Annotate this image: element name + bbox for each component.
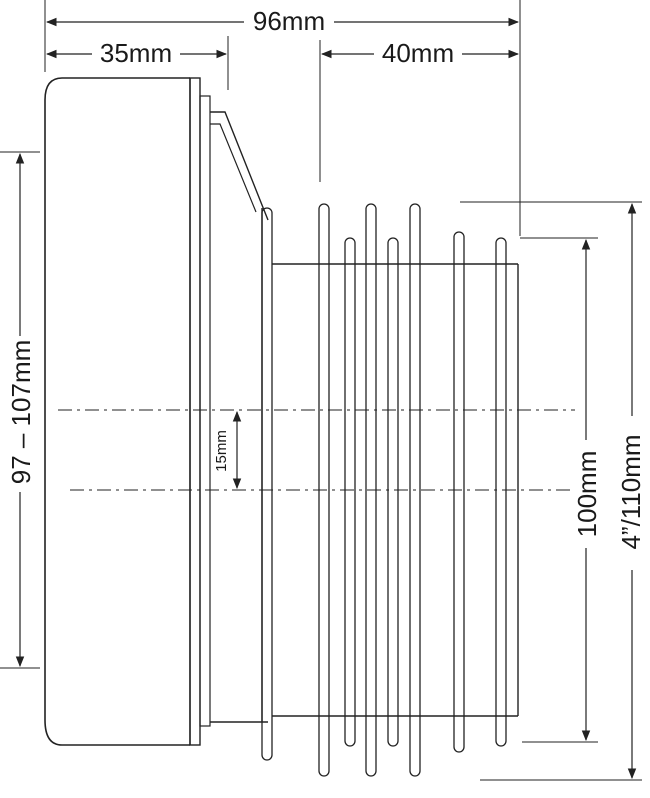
- sealing-fins: [261, 203, 507, 777]
- centre-lines: [58, 409, 578, 491]
- label-35mm: 35mm: [100, 38, 172, 68]
- extension-lines: [0, 0, 642, 781]
- taper-neck: [210, 111, 269, 723]
- fin-1: [261, 207, 273, 761]
- label-15mm: 15mm: [213, 430, 230, 472]
- fin-7: [453, 231, 465, 753]
- fin-8: [495, 237, 507, 747]
- dimension-lines: [15, 17, 637, 780]
- dimension-labels: 96mm 35mm 40mm 97 – 107mm 15mm 100mm 4”/…: [4, 6, 646, 570]
- label-110mm: 4”/110mm: [616, 434, 646, 549]
- socket-collar: [44, 77, 211, 746]
- fin-5: [387, 237, 399, 747]
- label-97-107mm: 97 – 107mm: [6, 340, 36, 485]
- fin-3: [344, 237, 356, 747]
- label-100mm: 100mm: [572, 451, 602, 538]
- spigot-body: [272, 263, 519, 717]
- label-96mm: 96mm: [253, 6, 325, 36]
- fin-6: [409, 203, 421, 777]
- label-40mm: 40mm: [382, 38, 454, 68]
